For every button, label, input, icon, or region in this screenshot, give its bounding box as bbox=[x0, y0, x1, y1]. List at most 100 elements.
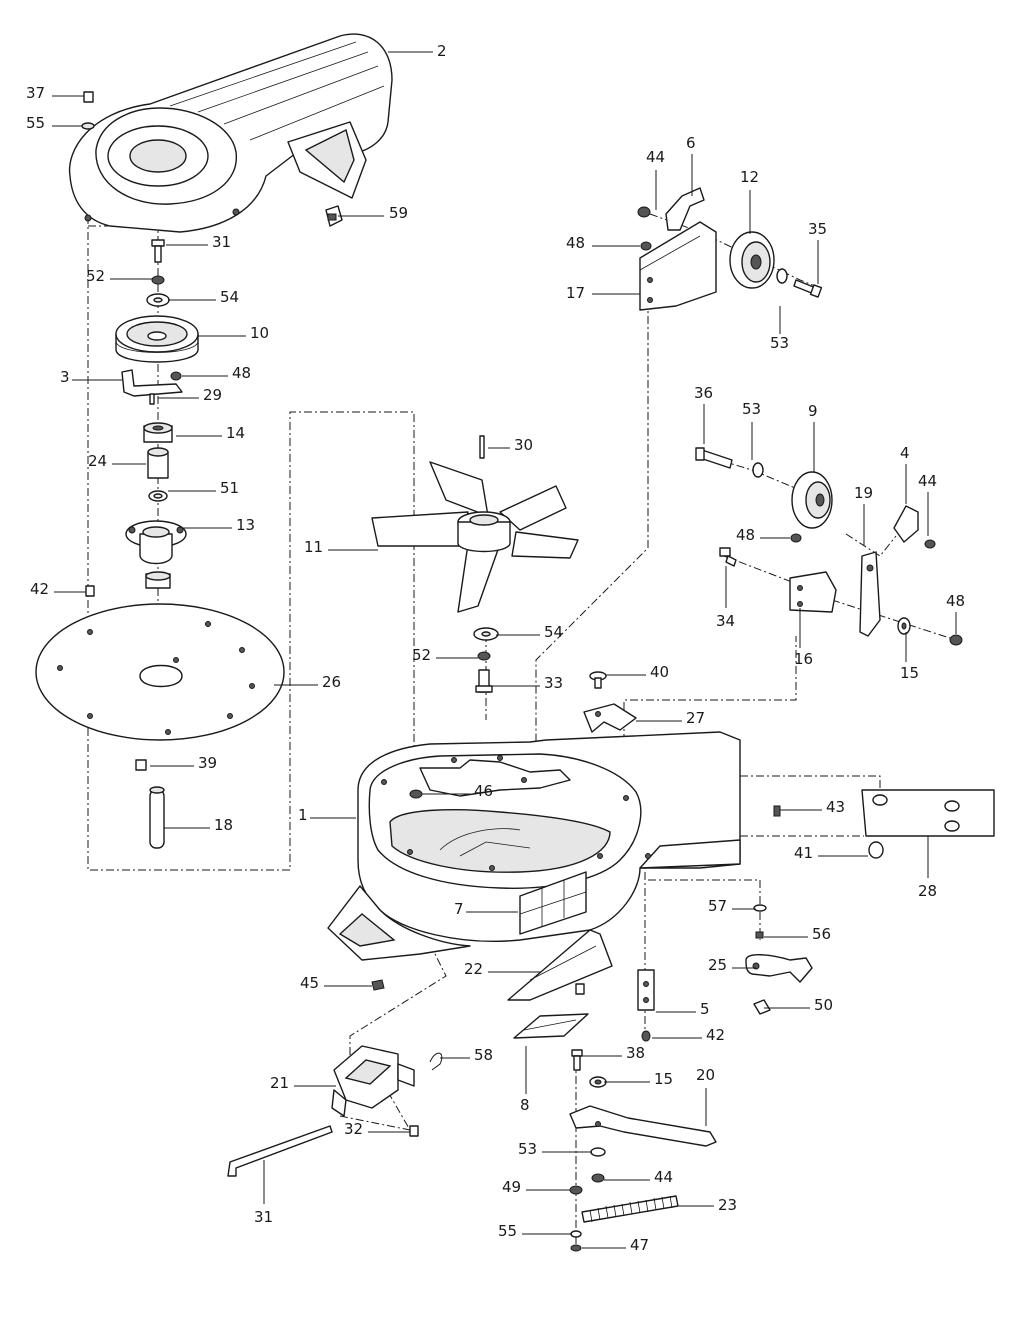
part-number-c50: 50 bbox=[814, 996, 833, 1014]
part-number-c58: 58 bbox=[474, 1046, 493, 1064]
screw-42-right bbox=[641, 1030, 651, 1042]
part-number-c48c: 48 bbox=[736, 526, 755, 544]
plate-8 bbox=[513, 1013, 589, 1039]
part-number-c10: 10 bbox=[250, 324, 269, 342]
part-number-c43: 43 bbox=[826, 798, 845, 816]
clip-59 bbox=[325, 205, 343, 227]
part-number-c24: 24 bbox=[88, 452, 107, 470]
part-number-c22: 22 bbox=[464, 960, 483, 978]
part-number-c14: 14 bbox=[226, 424, 245, 442]
plate-26 bbox=[35, 603, 285, 741]
pulley-10 bbox=[115, 315, 199, 363]
washer-54-upper bbox=[146, 293, 170, 307]
ring-51 bbox=[148, 490, 168, 502]
part-number-c57: 57 bbox=[708, 897, 727, 915]
bracket-21 bbox=[331, 1045, 415, 1117]
bracket-3 bbox=[121, 369, 183, 397]
part-number-c48b: 48 bbox=[566, 234, 585, 252]
screw-43 bbox=[773, 805, 781, 817]
nut-48-mid bbox=[790, 533, 802, 543]
deflector-22 bbox=[507, 929, 613, 1001]
pin-30 bbox=[479, 435, 485, 459]
bolt-34 bbox=[719, 547, 737, 567]
part-number-c52a: 52 bbox=[86, 267, 105, 285]
clip-58 bbox=[429, 1052, 443, 1071]
washer-57 bbox=[753, 904, 767, 912]
bracket-5 bbox=[637, 969, 655, 1011]
belt-cover bbox=[68, 33, 393, 233]
nut-52-upper bbox=[151, 275, 165, 285]
impeller-11 bbox=[371, 461, 579, 613]
nut-44-top bbox=[637, 206, 651, 218]
knob-50 bbox=[753, 999, 771, 1015]
part-number-c54a: 54 bbox=[220, 288, 239, 306]
part-number-c37: 37 bbox=[26, 84, 45, 102]
part-number-c47: 47 bbox=[630, 1236, 649, 1254]
part-number-c30: 30 bbox=[514, 436, 533, 454]
washer-54-lower bbox=[473, 627, 499, 641]
decal-7 bbox=[519, 871, 587, 935]
part-number-c32: 32 bbox=[344, 1120, 363, 1138]
part-number-c35: 35 bbox=[808, 220, 827, 238]
part-number-c1: 1 bbox=[298, 806, 308, 824]
pin-29 bbox=[149, 393, 155, 405]
part-number-c27: 27 bbox=[686, 709, 705, 727]
bracket-17 bbox=[639, 221, 717, 311]
part-number-c23: 23 bbox=[718, 1196, 737, 1214]
bolt-31 bbox=[151, 239, 165, 263]
part-number-c18: 18 bbox=[214, 816, 233, 834]
part-number-c31b: 31 bbox=[254, 1208, 273, 1226]
bolt-33 bbox=[475, 669, 493, 693]
part-number-c45: 45 bbox=[300, 974, 319, 992]
lever-25 bbox=[745, 954, 813, 983]
part-number-c55a: 55 bbox=[26, 114, 45, 132]
part-number-c9: 9 bbox=[808, 402, 818, 420]
part-number-c46: 46 bbox=[474, 782, 493, 800]
part-number-c3: 3 bbox=[60, 368, 70, 386]
part-number-c7: 7 bbox=[454, 900, 464, 918]
nut-44-mid bbox=[924, 539, 936, 549]
washer-15-lower bbox=[589, 1076, 607, 1088]
part-number-c53c: 53 bbox=[742, 400, 761, 418]
part-number-c16: 16 bbox=[794, 650, 813, 668]
part-number-c25: 25 bbox=[708, 956, 727, 974]
plate-28 bbox=[861, 789, 995, 837]
part-number-c8: 8 bbox=[520, 1096, 530, 1114]
part-number-c2: 2 bbox=[437, 42, 447, 60]
part-number-c6: 6 bbox=[686, 134, 696, 152]
part-number-c39: 39 bbox=[198, 754, 217, 772]
cap-41 bbox=[868, 841, 884, 859]
part-number-c54b: 54 bbox=[544, 623, 563, 641]
washer-53-lower bbox=[590, 1147, 606, 1157]
screw-32 bbox=[409, 1125, 419, 1137]
part-number-c48d: 48 bbox=[946, 592, 965, 610]
part-number-c28: 28 bbox=[918, 882, 937, 900]
part-number-c5: 5 bbox=[700, 1000, 710, 1018]
washer-53-top bbox=[776, 268, 788, 284]
rod-31 bbox=[227, 1125, 333, 1177]
part-number-c48a: 48 bbox=[232, 364, 251, 382]
part-number-c19: 19 bbox=[854, 484, 873, 502]
bracket-4 bbox=[893, 505, 919, 543]
part-number-c15b: 15 bbox=[654, 1070, 673, 1088]
spacer-24 bbox=[147, 447, 169, 479]
button-40 bbox=[589, 671, 607, 689]
part-number-c40: 40 bbox=[650, 663, 669, 681]
part-number-c31a: 31 bbox=[212, 233, 231, 251]
part-number-c12: 12 bbox=[740, 168, 759, 186]
nut-48-upper bbox=[170, 371, 182, 381]
part-number-c21: 21 bbox=[270, 1074, 289, 1092]
bolt-38 bbox=[571, 1049, 583, 1071]
washer-15-upper bbox=[897, 617, 911, 635]
part-number-c55b: 55 bbox=[498, 1222, 517, 1240]
part-number-c42a: 42 bbox=[30, 580, 49, 598]
part-number-c20: 20 bbox=[696, 1066, 715, 1084]
part-number-c42b: 42 bbox=[706, 1026, 725, 1044]
nut-49 bbox=[569, 1185, 583, 1195]
bracket-16 bbox=[789, 571, 837, 613]
arm-19 bbox=[859, 551, 881, 637]
lever-20 bbox=[569, 1105, 717, 1147]
screw-45 bbox=[371, 979, 385, 991]
part-number-c56: 56 bbox=[812, 925, 831, 943]
